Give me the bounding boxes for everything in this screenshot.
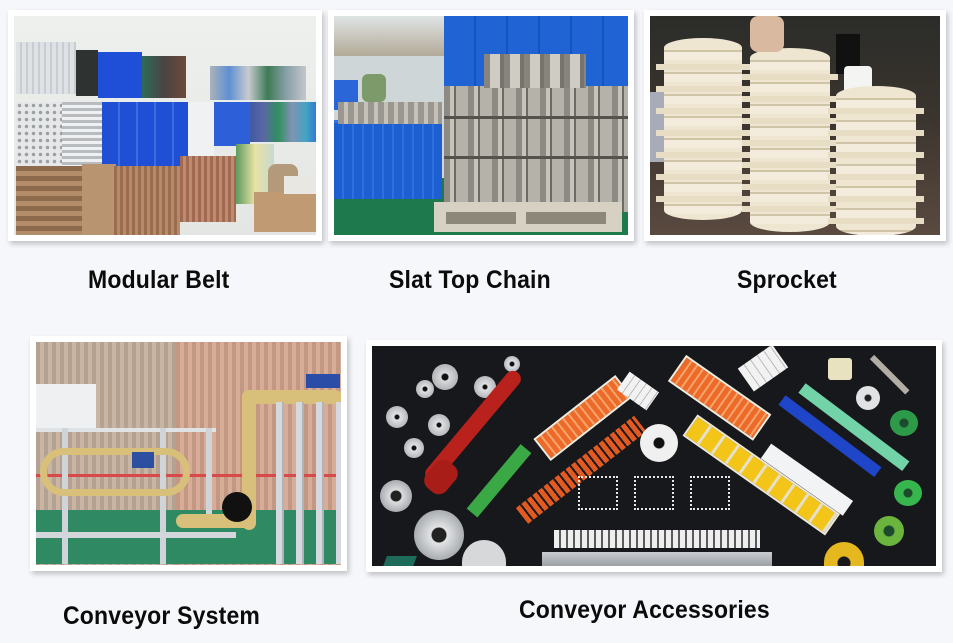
slat-top-chain-photo [334, 16, 628, 235]
sprocket-photo [650, 16, 940, 235]
slat-top-chain-card[interactable] [328, 10, 634, 241]
conveyor-system-card[interactable] [30, 336, 347, 571]
slat-top-chain-caption: Slat Top Chain [389, 266, 551, 294]
conveyor-accessories-caption: Conveyor Accessories [519, 596, 770, 624]
conveyor-accessories-photo [372, 346, 936, 566]
modular-belt-caption: Modular Belt [88, 266, 230, 294]
modular-belt-photo [14, 16, 316, 235]
conveyor-system-photo [36, 342, 341, 565]
conveyor-system-caption: Conveyor System [63, 602, 261, 630]
sprocket-caption: Sprocket [737, 266, 837, 294]
modular-belt-card[interactable] [8, 10, 322, 241]
sprocket-card[interactable] [644, 10, 946, 241]
conveyor-accessories-card[interactable] [366, 340, 942, 572]
